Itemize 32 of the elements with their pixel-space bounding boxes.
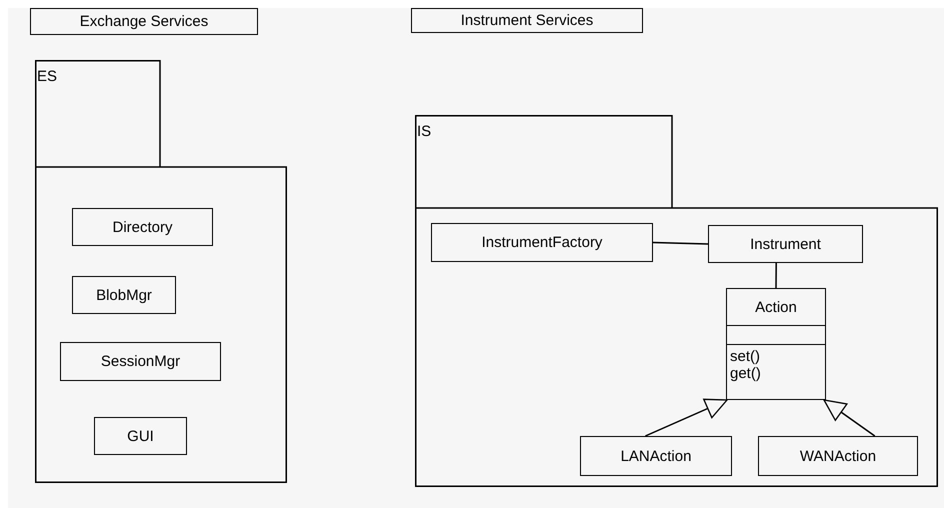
class-box bbox=[758, 436, 918, 476]
class-name: Action bbox=[755, 298, 797, 316]
class-name: WANAction bbox=[800, 448, 876, 464]
class-box bbox=[580, 436, 732, 476]
package-name: IS bbox=[417, 123, 432, 140]
class-name: Instrument bbox=[750, 236, 821, 252]
class-box bbox=[726, 288, 826, 400]
class-name: GUI bbox=[127, 428, 154, 444]
class-box bbox=[30, 8, 258, 35]
class-name: LANAction bbox=[620, 448, 692, 464]
class-name: InstrumentFactory bbox=[482, 234, 602, 251]
association-line bbox=[775, 263, 777, 288]
method-name: get() bbox=[730, 365, 761, 382]
class-name: SessionMgr bbox=[100, 353, 180, 370]
class-name: Exchange Services bbox=[80, 13, 208, 30]
package-name: ES bbox=[37, 68, 58, 85]
class-box bbox=[72, 276, 176, 314]
class-box bbox=[72, 208, 213, 246]
class-name: Directory bbox=[112, 218, 172, 236]
class-box bbox=[431, 223, 653, 262]
class-name: BlobMgr bbox=[96, 286, 152, 304]
class-box bbox=[708, 225, 863, 263]
class-box bbox=[411, 8, 643, 33]
generalization-arrow bbox=[645, 398, 728, 437]
class-box bbox=[94, 417, 187, 455]
package-frame bbox=[415, 115, 938, 487]
class-box bbox=[60, 342, 221, 381]
association-line bbox=[652, 242, 708, 245]
generalization-arrow bbox=[823, 399, 876, 437]
method-name: set() bbox=[730, 348, 760, 365]
class-name: Instrument Services bbox=[460, 12, 594, 29]
package-frame bbox=[35, 60, 287, 483]
